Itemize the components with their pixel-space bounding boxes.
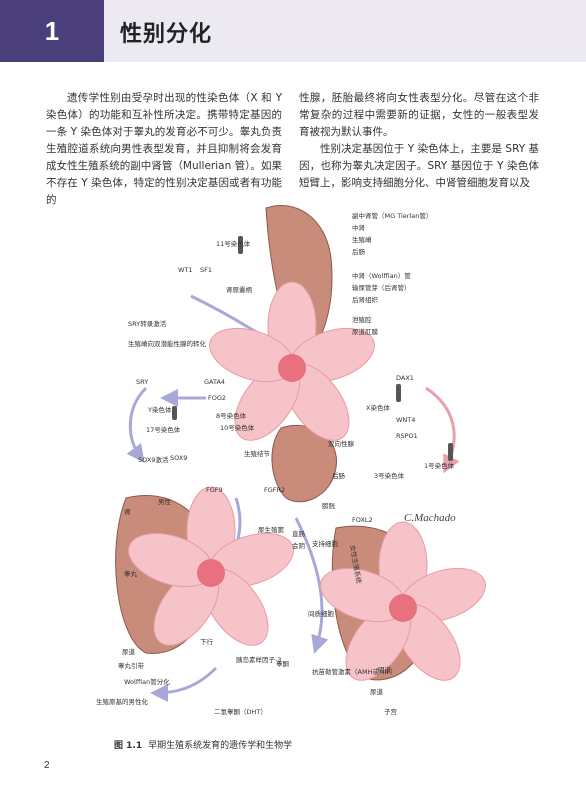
label-leydig: 间质细胞 [308,610,334,618]
label-metanephric-tissue: 后肾组织 [352,296,378,304]
label-descent: 下行 [200,638,213,646]
y-chromosome-icon [172,406,177,420]
label-gubernaculum: 睾丸引带 [118,662,144,670]
label-anus: 会阴 [292,542,305,550]
label-urethra: 尿道 [370,688,383,696]
label-wt1: WT1 [178,266,193,274]
label-urorectal-septum: 尿道肛膜 [352,328,378,336]
label-mesonephric-duct: 中肾（Wolffian）管 [352,272,411,280]
label-wnt4: WNT4 [396,416,416,424]
label-dax1: DAX1 [396,374,414,382]
caption-text: 早期生殖系统发育的遗传学和生物学 [148,741,293,751]
label-chr10: 10号染色体 [220,424,255,432]
chromosome-11-icon [238,236,243,254]
label-gonad: 后肠 [352,248,365,256]
label-conversion: 生殖嵴向双潜能性腺的转化 [128,340,206,348]
label-chr8: 8号染色体 [216,412,247,420]
label-bipotential: 双向性腺 [328,440,354,448]
x-chromosome-icon [396,384,401,402]
label-sox9: SOX9 [170,454,188,462]
label-uterus: 子宫 [384,708,397,716]
label-genital-ridge: 生殖嵴 [352,236,372,244]
label-bladder: 膀胱 [322,502,335,510]
figure-caption: 图 1.1 早期生殖系统发育的遗传学和生物学 [114,738,292,751]
arrow-7 [150,666,218,702]
label-chr3: 3号染色体 [374,472,405,480]
label-ureter: 尿道 [122,648,135,656]
body-column-left: 遗传学性别由受孕时出现的性染色体（X 和 Y 染色体）的功能和互补性所决定。携带… [46,90,282,209]
label-rectum: 后肠 [332,472,345,480]
figure-graphic [115,204,493,702]
label-chr1: 1号染色体 [424,462,455,470]
label-wolffian-diff: Wolffian管分化 [124,678,170,686]
label-y-chromosome: Y染色体 [148,406,172,414]
label-rectum2: 直肠 [292,530,305,538]
label-external-male: 生殖原基的男性化 [96,698,148,706]
label-urogenital-sinus: 尿生殖窦 [258,526,284,534]
label-chr17: 17号染色体 [146,426,181,434]
label-male: 男性 [158,498,171,506]
figure-illustration: 副中肾管（MG Tierlan管） 中肾 生殖嵴 后肠 中肾（Wolffian）… [96,198,496,718]
chapter-number: 1 [0,0,104,62]
paragraph-left: 遗传学性别由受孕时出现的性染色体（X 和 Y 染色体）的功能和互补性所决定。携带… [46,92,282,206]
illustrator-signature: C.Machado [404,512,456,524]
label-nephrogenic: 肾原囊柄 [226,286,252,294]
label-cloaca: 泄殖腔 [352,316,372,324]
label-rspo1: RSPO1 [396,432,418,440]
label-insl3: 胰岛素样因子-3 [236,656,282,664]
chapter-header: 1 性别分化 [0,0,586,62]
label-vagina: 阴道 [378,666,391,674]
label-ureteric-bud: 输尿管芽（后肾管） [352,284,411,292]
label-genital-tubercle: 生殖结节 [244,450,270,458]
chapter-title-band [104,0,586,62]
label-amh: 抗苗勒管激素（AMH或MIF） [312,668,397,676]
label-fgfr2: FGFR2 [264,486,286,494]
label-kidney: 肾 [124,508,131,516]
label-fog2: FOG2 [208,394,227,402]
body-column-right: 性腺，胚胎最终将向女性表型分化。尽管在这个非常复杂的过程中需要新的证据，女性的一… [299,90,539,192]
label-dht: 二氢睾酮（DHT） [214,708,267,716]
label-foxl2: FOXL2 [352,516,373,524]
arrow-2 [126,386,148,463]
label-sry: SRY [136,378,149,386]
chapter-title: 性别分化 [120,22,213,47]
label-testosterone: 睾酮 [276,660,289,668]
caption-number: 图 1.1 [114,741,143,751]
paragraph-right-1: 性腺，胚胎最终将向女性表型分化。尽管在这个非常复杂的过程中需要新的证据，女性的一… [299,92,539,138]
chromosome-1-icon [448,443,453,461]
page-number: 2 [44,760,50,771]
label-mesonephros: 中肾 [352,224,365,232]
label-sertoli: 支持细胞 [312,540,338,548]
label-fgf9: FGF9 [206,486,223,494]
label-testis: 睾丸 [124,570,137,578]
paragraph-right-2: 性别决定基因位于 Y 染色体上，主要是 SRY 基因，也称为睾丸决定因子。SRY… [299,143,539,189]
label-gata4: GATA4 [204,378,226,386]
label-x-chromosome: X染色体 [366,404,390,412]
label-sox9-activation: SOX9激活 [138,456,169,464]
label-paramesonephric-duct: 副中肾管（MG Tierlan管） [352,212,433,220]
label-sf1: SF1 [200,266,213,274]
label-sry-activation: SRY转录激活 [128,320,167,328]
label-chr11: 11号染色体 [216,240,251,248]
arrow-6 [294,517,329,654]
